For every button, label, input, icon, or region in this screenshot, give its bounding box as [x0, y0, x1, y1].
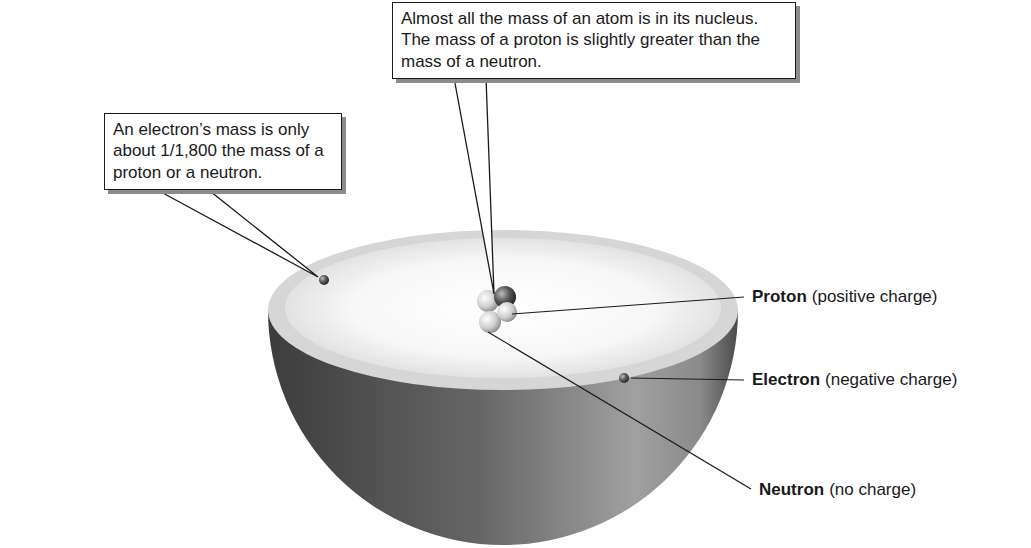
leader-line [631, 378, 744, 380]
electron-particle [319, 275, 329, 285]
charge-note: (no charge) [829, 480, 916, 500]
leader-line [512, 297, 744, 314]
callout-tail [454, 78, 494, 294]
callout-text: An electron’s mass is only about 1/1,800… [113, 119, 333, 183]
charge-note: (positive charge) [812, 287, 938, 307]
callout-box: Almost all the mass of an atom is in its… [392, 2, 796, 79]
leader-line [488, 332, 751, 489]
electron-particle [619, 373, 629, 383]
part-name: Proton [752, 287, 807, 307]
nucleus-particle [497, 302, 517, 322]
callout-box: An electron’s mass is only about 1/1,800… [104, 113, 342, 190]
charge-note: (negative charge) [825, 370, 957, 390]
hemisphere-rim [268, 230, 738, 390]
part-name: Neutron [759, 480, 824, 500]
callout-tail [155, 189, 318, 277]
callout-text: Almost all the mass of an atom is in its… [401, 8, 787, 72]
hemisphere-face [285, 238, 721, 378]
part-name: Electron [752, 370, 820, 390]
